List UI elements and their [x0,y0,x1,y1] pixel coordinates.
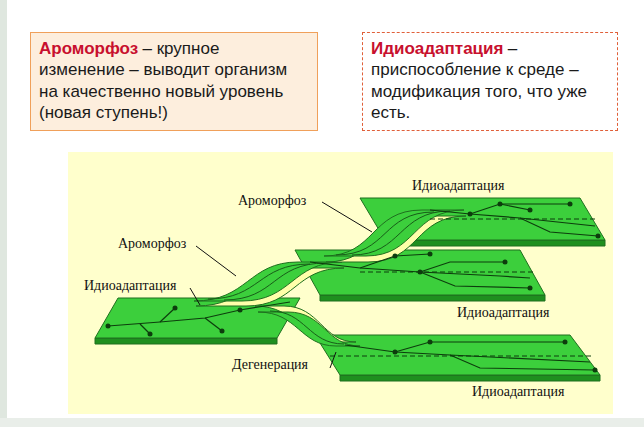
illustration-ground [68,152,613,414]
phylogeny-lines [108,204,598,370]
plane [95,298,300,338]
definition-box: Идиоадаптация– приспособление к среде – … [362,32,618,131]
stage-label: Ароморфоз [236,193,308,209]
plane-side [385,240,605,246]
term-heading: Идиоадаптация [371,39,503,58]
plane [295,250,545,295]
stage-label: Идиоадаптация [455,305,552,321]
aromorphosis-band [324,210,464,256]
band-lines [208,211,450,344]
stage-label: Идиоадаптация [470,384,567,400]
taxon-dots [106,202,601,373]
dashed-line [330,219,595,356]
definition-box: Ароморфоз– крупное изменение – выводит о… [30,32,318,131]
plane-side [95,338,277,344]
plane-side [320,295,545,301]
leader-lines [190,202,372,368]
stage-label: Идиоадаптация [82,278,179,294]
term-heading: Ароморфоз [39,39,138,58]
stage-label: Дегенерация [230,357,310,373]
plane-side [340,375,600,381]
stage-label: Идиоадаптация [410,178,507,194]
degeneration-band [258,312,360,346]
plane [315,335,600,375]
page-edge [0,0,7,427]
aromorphosis-band [194,262,342,301]
stage-label: Ароморфоз [116,236,188,252]
page-edge [0,418,644,427]
